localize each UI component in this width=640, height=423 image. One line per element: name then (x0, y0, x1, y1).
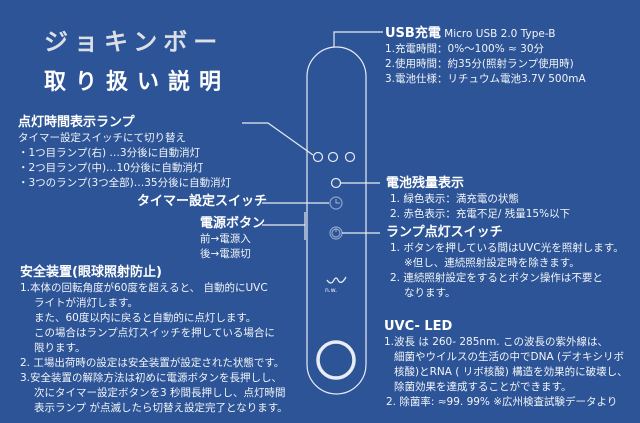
uvc-line: 細菌やウイルスの生活の中でDNA (デオキシリボ (394, 351, 625, 363)
safety-line: また、60度以内に戻ると自動的に点灯します。 (34, 312, 257, 324)
uvc-line: 2. 除菌率: ≈99. 99% ※広州検査試験データより (386, 396, 618, 408)
battery-indicator (330, 177, 342, 189)
manual-title: 取り扱い説明 (44, 70, 231, 95)
logo-wave-icon (326, 276, 347, 284)
safety-line: 3.安全装置の解除方法は初めに電源ボタンを長押しし、 (20, 372, 283, 384)
safety-line: 表示ランプ が点滅したら切替え設定完了となります。 (34, 402, 288, 414)
uvc-line: 1.波長 は 260- 285nm. この波長の紫外線は、 (384, 336, 608, 348)
safety-line: この場合はランプ点灯スイッチを押している場合に (34, 327, 275, 339)
usb-line: 2.使用時間：約35分(照射ランプ使用時) (385, 58, 574, 70)
uvc-section: UVC- LED 1.波長 は 260- 285nm. この波長の紫外線は、 細… (384, 319, 628, 410)
usb-line: 3.電池仕様：リチュウム電池3.7V 500mA (385, 73, 586, 85)
safety-line: 1.本体の回転角度が60度を超えると、 自動的にUVC (20, 282, 268, 294)
timer-lamp-3 (344, 151, 356, 163)
product-title: ジョキンボー (44, 28, 224, 56)
uvc-heading: UVC- LED (384, 319, 453, 334)
safety-line: ライトが消灯します。 (34, 297, 138, 309)
usb-section: USB充電 Micro USB 2.0 Type-B 1.充電時間：0%〜100… (385, 26, 586, 87)
power-line: 前→電源入 (200, 233, 251, 245)
lamp-line: ・3つのランプ(3つ全部)…35分後に自動消灯 (18, 177, 232, 189)
safety-line: 2. 工場出荷時の設定は安全装置が設定された状態です。 (20, 357, 285, 369)
safety-line: 次にタイマー設定ボタンを3 秒間長押しし、点灯時間 (34, 387, 286, 399)
timer-lamp-2 (327, 151, 339, 163)
switch-section: ランプ点灯スイッチ 1. ボタンを押している間はUVC光を照射します。 ※但し、… (386, 225, 624, 301)
battery-section: 電池残量表示 1. 緑色表示：満充電の状態 2. 赤色表示：充電不足/ 残量15… (386, 176, 570, 222)
usb-heading: USB充電 (385, 26, 441, 41)
safety-section: 安全装置(眼球照射防止) 1.本体の回転角度が60度を超えると、 自動的にUVC… (20, 265, 288, 416)
power-line: 後→電源切 (200, 248, 251, 260)
lamp-heading: 点灯時間表示ランプ (18, 115, 135, 130)
uvc-line: 核酸)とRNA ( リボ核酸) 構造を効果的に破壊し、 (394, 366, 628, 378)
lamp-section: 点灯時間表示ランプ タイマー設定スイッチにて切り替え ・1つ目ランプ(右) …3… (18, 115, 231, 191)
device-logo-text: n.w. (325, 287, 337, 294)
lamp-line: ・2つ目ランプ(中)…10分後に自動消灯 (18, 162, 204, 174)
battery-line: 1. 緑色表示：満充電の状態 (390, 193, 519, 205)
clock-icon (329, 196, 343, 210)
switch-line: 2. 連続照射設定をするとボタン操作は不要と (390, 272, 603, 284)
power-icon (329, 226, 343, 240)
safety-line: 限ります。 (34, 342, 86, 354)
battery-line: 2. 赤色表示：充電不足/ 残量15%以下 (390, 208, 571, 220)
uvc-line: 除菌効果を達成することができます。 (394, 381, 572, 393)
lamp-line: タイマー設定スイッチにて切り替え (18, 132, 186, 144)
lamp-line: ・1つ目ランプ(右) …3分後に自動消灯 (18, 147, 201, 159)
power-heading: 電源ボタン (200, 216, 266, 231)
timer-heading: タイマー設定スイッチ (137, 194, 268, 209)
switch-line: 1. ボタンを押している間はUVC光を照射します。 (390, 242, 624, 254)
battery-heading: 電池残量表示 (386, 176, 465, 191)
switch-line: ※但し、連続照射設定時を除きます。 (404, 257, 580, 269)
safety-heading: 安全装置(眼球照射防止) (20, 265, 162, 280)
device-outline (306, 46, 367, 395)
power-section: 電源ボタン 前→電源入 後→電源切 (200, 216, 265, 262)
timer-lamp-1 (312, 151, 324, 163)
switch-heading: ランプ点灯スイッチ (386, 225, 503, 240)
usb-type: Micro USB 2.0 Type-B (444, 28, 556, 40)
lamp-switch-ring (316, 340, 356, 380)
usb-line: 1.充電時間：0%〜100% ≈ 30分 (385, 43, 545, 55)
switch-line: なります。 (404, 287, 456, 299)
